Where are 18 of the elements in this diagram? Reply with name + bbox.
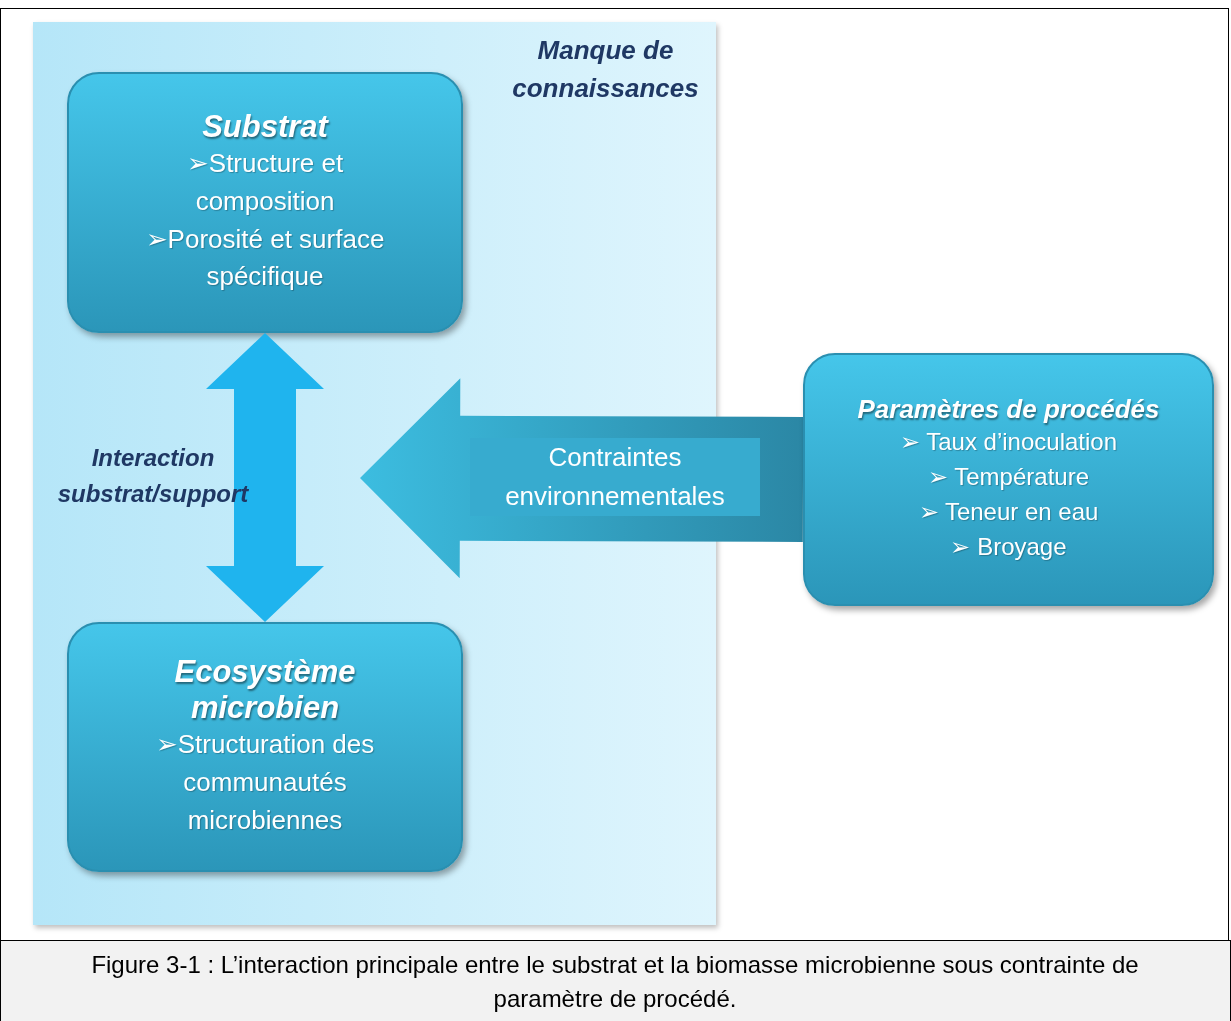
bullet-text: ➢ Taux d’inoculation xyxy=(900,427,1117,458)
box-title: Paramètres de procédés xyxy=(857,394,1160,426)
double-arrow xyxy=(206,333,324,622)
edge-label: Contraintes environnementales xyxy=(470,438,760,516)
block-arrow xyxy=(360,378,804,579)
bullet-text: ➢Porosité et surface spécifique xyxy=(144,222,386,294)
bullet-text: ➢ Teneur en eau xyxy=(918,497,1099,527)
box-title: Substrat xyxy=(202,109,328,146)
rounded-box xyxy=(67,72,463,333)
rounded-box xyxy=(67,622,463,872)
bullet-text: ➢Structuration des communautés microbiennes xyxy=(154,728,376,837)
bullet-text: ➢Structure et composition xyxy=(185,147,345,218)
box-title: Ecosystème microbien xyxy=(173,654,357,727)
figure-caption: Figure 3-1 : L’interaction principale entre le substrat et la biomasse microbienne sous contrainte de paramètre de procédé. xyxy=(90,950,1140,1014)
rounded-box xyxy=(803,353,1214,606)
panel-heading: Manque de connaissances xyxy=(511,34,700,105)
bullet-text: ➢ Température xyxy=(928,462,1089,493)
bullet-text: ➢ Broyage xyxy=(950,531,1067,562)
